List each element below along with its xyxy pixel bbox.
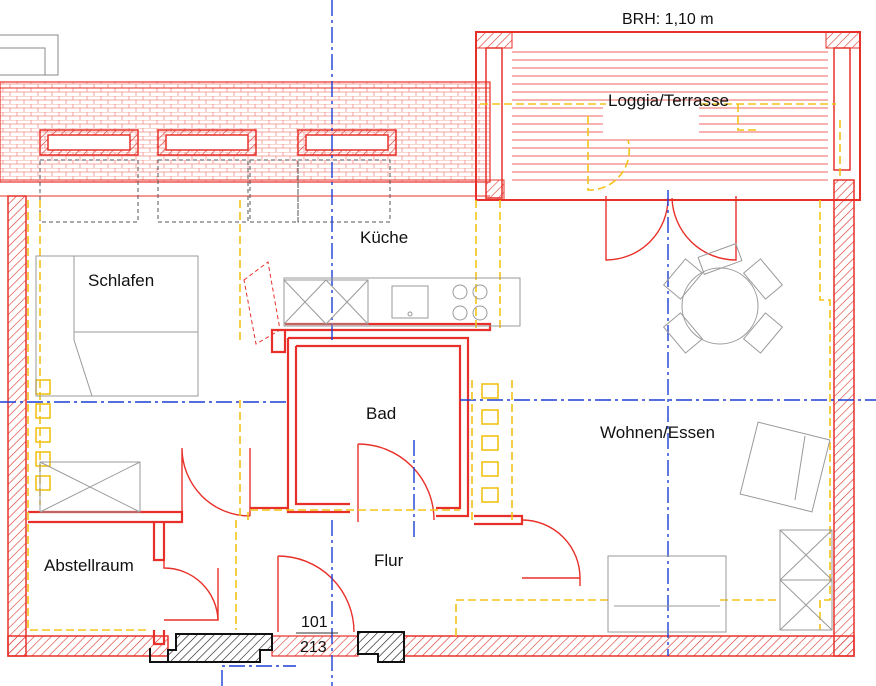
radiator-left <box>35 379 51 491</box>
brh-label: BRH: 1,10 m <box>622 11 714 28</box>
kitchen-counter <box>283 277 521 327</box>
dormer-windows <box>39 129 397 156</box>
shelf <box>779 529 833 631</box>
room-label-storage: Abstellraum <box>44 556 134 575</box>
entrance-jambs <box>149 631 405 663</box>
armchair <box>739 421 831 513</box>
interior-walls <box>28 322 524 646</box>
room-label-bedroom: Schlafen <box>88 271 154 290</box>
room-label-kitchen: Küche <box>360 228 408 247</box>
room-label-loggia: Loggia/Terrasse <box>608 91 729 110</box>
fridge <box>243 261 281 345</box>
neighbor-outline <box>0 34 59 76</box>
loggia <box>475 31 861 201</box>
wardrobe <box>39 461 141 513</box>
furnishing-outlines <box>27 103 841 636</box>
room-label-living: Wohnen/Essen <box>600 423 715 442</box>
room-label-hall: Flur <box>374 551 404 570</box>
dining-table <box>662 243 784 354</box>
bed <box>35 255 199 397</box>
room-label-bath: Bad <box>366 404 396 423</box>
door-width-label: 101 <box>301 614 328 631</box>
exterior-walls <box>7 179 855 657</box>
doors <box>163 196 737 633</box>
radiator-bath <box>481 383 499 503</box>
door-height-label: 213 <box>300 639 327 656</box>
sofa <box>607 555 727 633</box>
dormer-outlines <box>39 159 391 223</box>
